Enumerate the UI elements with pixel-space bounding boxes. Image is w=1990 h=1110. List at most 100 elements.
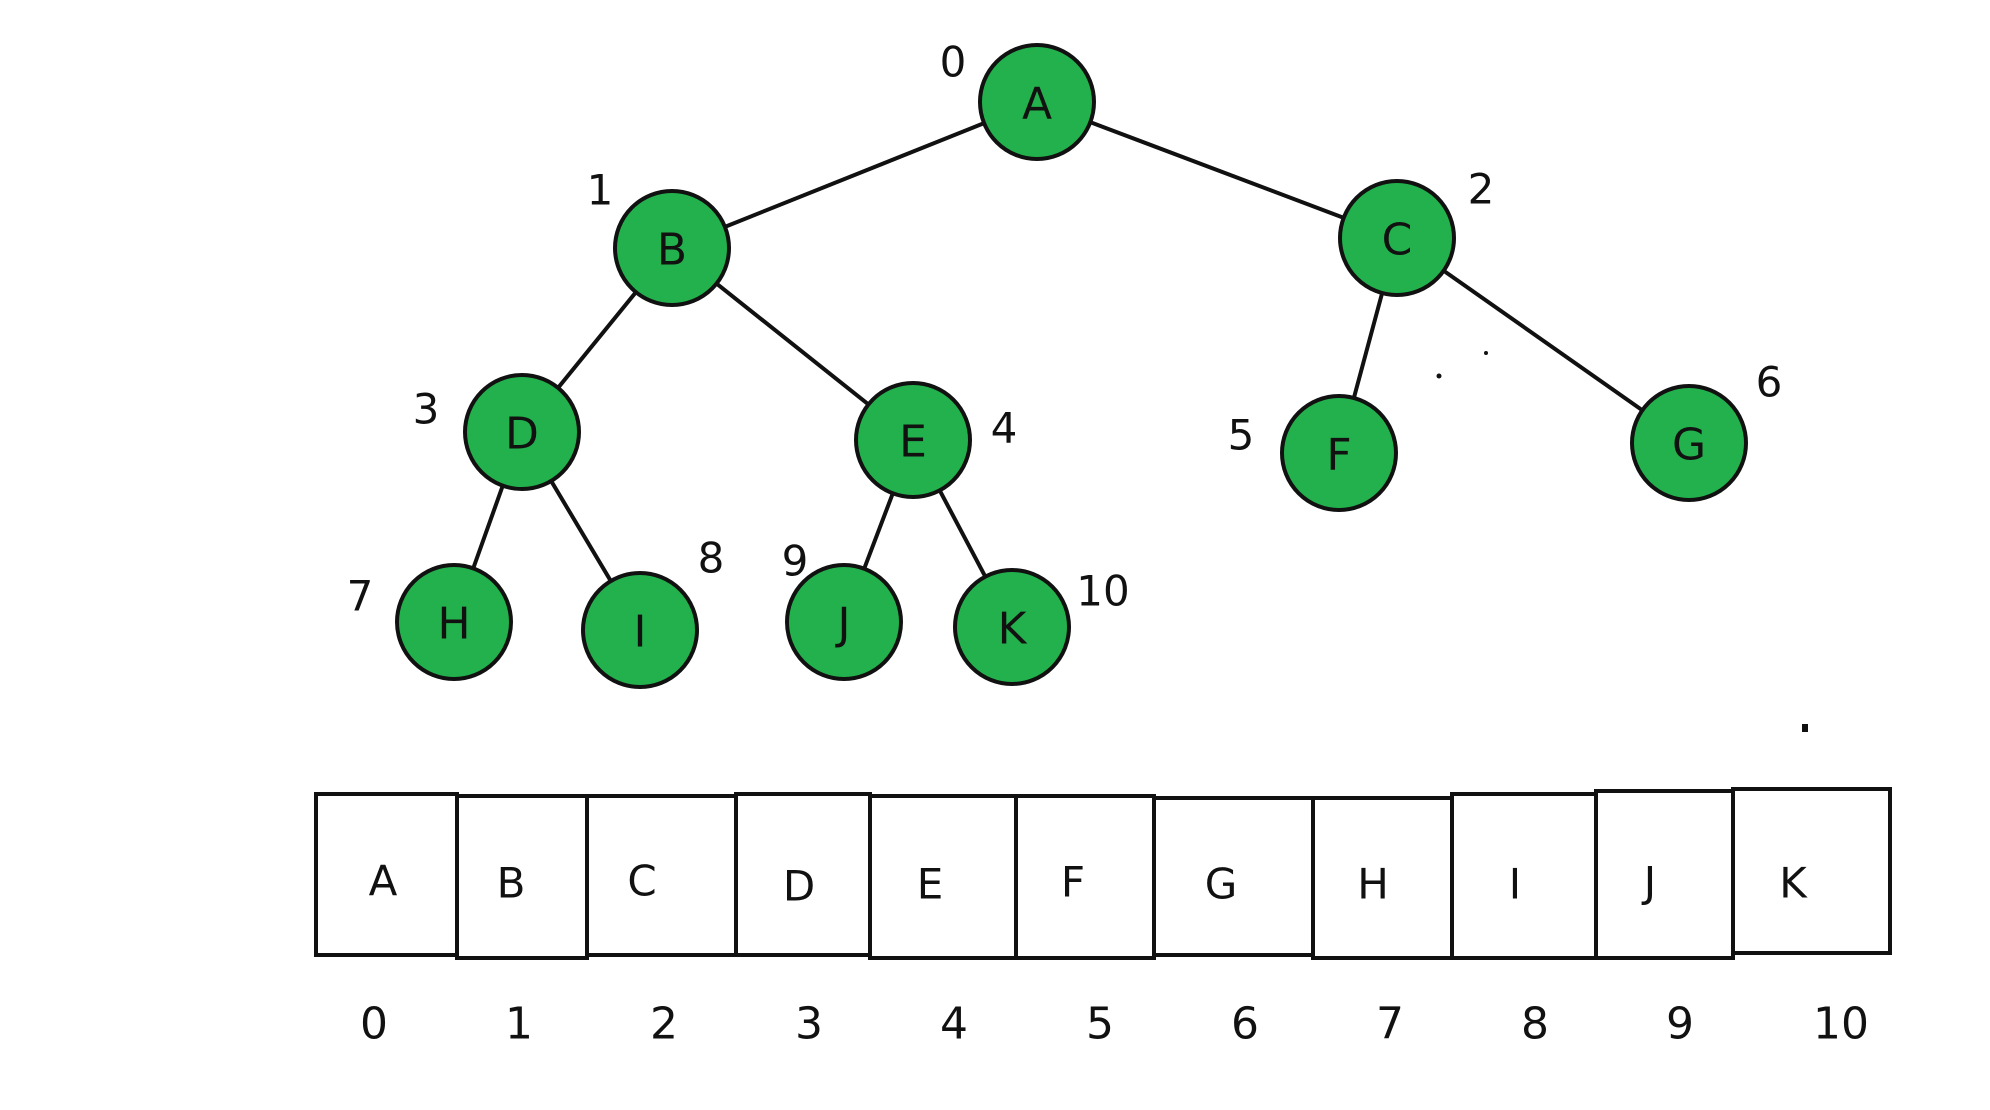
tree-node-index: 10 [1076, 567, 1129, 616]
array-cell-index: 5 [1086, 999, 1114, 1050]
array-cell-1: B1 [455, 794, 589, 1050]
tree-node-k: K 10 [953, 567, 1130, 686]
tree-node-circle [1338, 179, 1456, 297]
array-cell-4: E4 [868, 794, 1018, 1050]
array-cell-label: G [1205, 860, 1238, 909]
array-cell-0: A0 [314, 792, 459, 1050]
tree-node-label: K [998, 604, 1028, 655]
tree-node-circle [854, 381, 972, 499]
array-cell-index: 8 [1521, 999, 1549, 1050]
tree-edge-b-e [716, 282, 869, 406]
array-cell-index: 1 [505, 999, 533, 1050]
array-cell-index: 2 [650, 999, 678, 1050]
array-cell-box [1731, 787, 1892, 955]
tree-edge-c-g [1443, 269, 1643, 412]
tree-node-index: 9 [782, 537, 809, 586]
tree-edge-e-k [938, 490, 987, 577]
stray-dot [1484, 351, 1488, 355]
array-cell-label: K [1779, 859, 1808, 908]
tree-node-index: 8 [698, 534, 725, 583]
array-cell-box [585, 794, 738, 957]
stray-dot [1802, 724, 1808, 732]
tree-node-index: 0 [940, 38, 967, 87]
tree-node-circle [1280, 394, 1398, 512]
array-cell-7: H7 [1311, 796, 1454, 1050]
array-cell-index: 4 [940, 999, 968, 1050]
tree-node-label: I [634, 607, 647, 658]
tree-node-f: F5 [1228, 394, 1398, 512]
tree-node-a: A0 [940, 38, 1096, 161]
array-cell-label: B [497, 859, 526, 908]
array-cell-label: A [369, 857, 398, 906]
tree-node-label: D [505, 409, 539, 460]
tree-node-label: B [657, 225, 687, 276]
array-cell-label: I [1509, 860, 1521, 909]
tree-node-index: 4 [991, 404, 1018, 453]
array-cell-index: 3 [795, 999, 823, 1050]
array-cell-label: H [1357, 860, 1389, 909]
tree-edge-d-h [471, 485, 505, 569]
tree-edge-d-i [550, 480, 612, 582]
tree-node-label: H [437, 599, 470, 650]
tree-edge-b-d [557, 291, 637, 389]
tree-node-index: 5 [1228, 411, 1255, 460]
tree-node-c: C2 [1338, 165, 1495, 297]
array-cell-box [1594, 789, 1735, 960]
tree-node-circle [613, 189, 731, 307]
array-cell-index: 7 [1376, 999, 1404, 1050]
tree-node-i: I8 [581, 534, 725, 689]
array-cell-label: D [783, 862, 815, 911]
tree-node-label: C [1382, 215, 1413, 266]
tree-node-circle [1630, 384, 1748, 502]
tree-node-g: G6 [1630, 358, 1783, 502]
tree-node-index: 6 [1756, 358, 1783, 407]
array-cell-index: 9 [1666, 999, 1694, 1050]
tree-node-d: D3 [413, 373, 581, 491]
tree-node-index: 2 [1468, 165, 1495, 214]
array-cell-2: C2 [585, 794, 738, 1050]
tree-node-b: B1 [587, 166, 731, 307]
tree-node-h: H7 [347, 563, 513, 681]
tree-node-index: 7 [347, 572, 374, 621]
tree-node-j: J9 [782, 537, 903, 681]
tree-node-circle [581, 571, 699, 689]
tree-node-circle [785, 563, 903, 681]
array-cell-3: D3 [734, 792, 872, 1050]
array-cell-index: 0 [360, 999, 388, 1050]
tree-node-label: J [835, 599, 851, 650]
array-cell-6: G6 [1152, 796, 1315, 1050]
tree-edge-a-b [724, 121, 985, 229]
array-cell-label: F [1061, 858, 1085, 907]
tree-edge-e-j [862, 493, 895, 569]
array-cell-5: F5 [1014, 794, 1156, 1050]
tree-node-circle [463, 373, 581, 491]
array-cell-index: 6 [1231, 999, 1259, 1050]
array-cell-10: K 10 [1731, 787, 1892, 1050]
array-cell-label: C [627, 857, 656, 906]
tree-node-index: 1 [587, 166, 614, 215]
tree-node-index: 3 [413, 385, 440, 434]
array-cell-index: 10 [1813, 999, 1869, 1050]
tree-node-circle [978, 43, 1096, 161]
tree-node-circle [953, 568, 1071, 686]
array-cell-box [1014, 794, 1156, 960]
tree-edge-a-c [1090, 120, 1344, 220]
tree-edges [471, 120, 1643, 582]
stray-marks [1436, 351, 1808, 732]
tree-node-label: A [1022, 79, 1052, 130]
tree-node-label: E [899, 417, 927, 468]
array-cell-label: J [1641, 858, 1656, 907]
stray-dot [1436, 373, 1442, 379]
array-cell-box [1311, 796, 1454, 960]
tree-node-circle [395, 563, 513, 681]
array-cell-box [734, 792, 872, 957]
tree-node-label: F [1326, 430, 1351, 481]
array-cell-box [1450, 792, 1598, 960]
array-cell-8: I8 [1450, 792, 1598, 1050]
array-cell-9: J9 [1594, 789, 1735, 1050]
array-cell-label: E [917, 860, 944, 909]
